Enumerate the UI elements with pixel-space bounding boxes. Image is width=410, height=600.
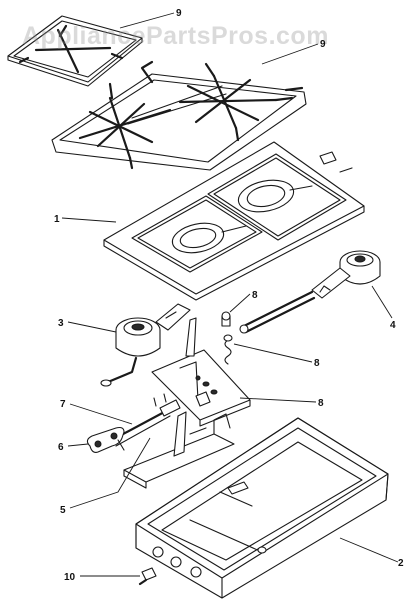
part-1-cooktop-panel: [103, 141, 365, 301]
part-8-orifice-assemblies: [221, 311, 233, 365]
part-9-large-grate: [51, 60, 307, 171]
callout-9-second: 9: [320, 39, 326, 50]
callout-8-middle: 8: [314, 358, 320, 369]
callout-6: 6: [58, 442, 64, 453]
part-5-lower-bracket: [123, 411, 235, 489]
part-9-small-grate: [7, 15, 143, 87]
part-2-burner-box: [135, 417, 389, 599]
callout-10: 10: [64, 572, 76, 583]
part-6-connector: [86, 426, 125, 453]
watermark-text: AppliancePartsPros.com: [22, 22, 329, 50]
callout-8-bottom: 8: [318, 398, 324, 409]
part-4-right-burner: [239, 250, 381, 334]
leader-lines: [61, 12, 399, 577]
callout-5: 5: [60, 505, 66, 516]
callout-7: 7: [60, 399, 66, 410]
callout-2: 2: [398, 558, 404, 569]
part-3-left-burner: [100, 303, 191, 387]
callout-3: 3: [58, 318, 64, 329]
callout-labels: 9 9 1 3 4 8 8 8 7 6 5 2 10: [54, 8, 404, 583]
callout-8-top: 8: [252, 290, 258, 301]
callout-9: 9: [176, 8, 182, 19]
part-10-screw: [138, 567, 157, 586]
burner-support-bracket: [151, 317, 251, 427]
callout-4: 4: [390, 320, 396, 331]
callout-1: 1: [54, 214, 60, 225]
